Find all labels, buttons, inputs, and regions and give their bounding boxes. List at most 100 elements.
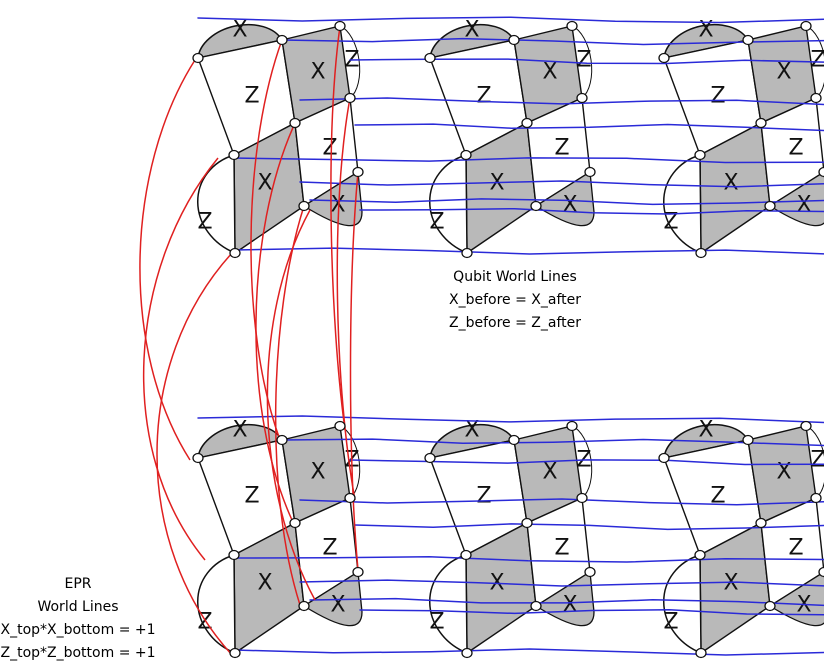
qubit-world-line	[354, 523, 824, 531]
qubit-world-lines	[197, 16, 824, 656]
center-z-label: Z	[710, 484, 725, 509]
qubit-world-line	[281, 438, 824, 447]
center-z-label: Z	[476, 484, 491, 509]
upper-right-x-label: X	[776, 60, 791, 85]
top-x-label: X	[464, 18, 479, 43]
qubit-world-lines-caption: Qubit World Lines X_before = X_after Z_b…	[440, 266, 590, 335]
right-boundary-arc	[571, 25, 593, 99]
bottom-x-label: X	[562, 593, 577, 618]
qubit-world-line	[299, 498, 824, 506]
qubit-vertex	[695, 647, 707, 659]
qubit-vertex	[521, 517, 533, 529]
lower-right-z-label: Z	[322, 536, 337, 561]
qubit-vertex	[424, 452, 436, 464]
bottom-x-label: X	[330, 593, 345, 618]
z-face-lower-right	[760, 496, 824, 608]
qubit-vertex	[576, 492, 588, 504]
qubit-vertex	[658, 52, 670, 64]
bottom-x-boundary-face	[302, 170, 363, 227]
qubit-vertex	[530, 600, 542, 612]
top-x-boundary-face	[429, 423, 516, 459]
lower-left-x-label: X	[723, 171, 738, 196]
right-boundary-arc	[805, 25, 824, 99]
qubit-vertex	[566, 20, 578, 32]
bottom-x-boundary-face	[302, 570, 363, 627]
qubit-vertex	[344, 92, 356, 104]
epr-world-line	[336, 97, 356, 501]
qubit-vertex	[460, 149, 472, 161]
qubit-vertex	[228, 549, 240, 561]
bottom-x-label: X	[796, 193, 811, 218]
upper-right-x-label: X	[542, 460, 557, 485]
epr-caption-subtitle: World Lines	[37, 599, 119, 615]
qubit-world-line	[309, 198, 824, 206]
epr-caption-x-rule: X_top*X_bottom = +1	[0, 622, 156, 638]
qubit-vertex	[352, 566, 364, 578]
qubit-world-line	[299, 579, 824, 587]
center-z-label: Z	[244, 84, 259, 109]
left-z-boundary-face	[428, 153, 468, 255]
top-x-label: X	[464, 418, 479, 443]
lower-left-x-label: X	[723, 571, 738, 596]
qubit-vertex	[764, 600, 776, 612]
qubit-vertex	[508, 434, 520, 446]
qubit-world-line	[197, 16, 824, 24]
qubit-vertex	[818, 566, 824, 578]
epr-caption-z-rule: Z_top*Z_bottom = +1	[0, 645, 156, 661]
center-z-label: Z	[476, 84, 491, 109]
qubit-vertex	[800, 420, 812, 432]
top-x-label: X	[698, 18, 713, 43]
qubit-vertex	[818, 166, 824, 178]
qubit-vertex	[461, 247, 473, 259]
qubit-vertex	[298, 200, 310, 212]
left-z-boundary-face	[196, 553, 236, 655]
top-x-boundary-face	[663, 23, 750, 59]
qubit-vertex	[764, 200, 776, 212]
lower-right-z-label: Z	[554, 136, 569, 161]
qubit-world-line	[299, 97, 824, 106]
qubit-vertex	[576, 92, 588, 104]
top-x-label: X	[232, 18, 247, 43]
qubit-vertex	[800, 20, 812, 32]
qubit-vertex	[461, 647, 473, 659]
qubit-world-line	[299, 180, 824, 188]
qubit-vertex	[229, 647, 241, 659]
qubit-vertex	[584, 166, 596, 178]
left-z-label: Z	[663, 610, 678, 635]
qubit-vertex	[460, 549, 472, 561]
qubit-world-line	[281, 37, 824, 46]
lower-right-z-label: Z	[554, 536, 569, 561]
qubit-vertex	[521, 117, 533, 129]
epr-world-line	[266, 209, 316, 601]
qubit-vertex	[742, 34, 754, 46]
qubit-world-line	[234, 648, 824, 656]
qubit-vertex	[584, 566, 596, 578]
epr-world-line	[330, 25, 346, 431]
qubit-vertex	[755, 517, 767, 529]
qubit-vertex	[694, 549, 706, 561]
upper-right-x-label: X	[542, 60, 557, 85]
right-arc-z-label: Z	[810, 48, 824, 73]
qubit-vertex	[810, 92, 822, 104]
qubit-world-line	[309, 597, 824, 607]
right-arc-z-label: Z	[810, 448, 824, 473]
qubit-vertex	[530, 200, 542, 212]
left-z-label: Z	[429, 210, 444, 235]
left-z-boundary-face	[662, 553, 702, 655]
top-x-boundary-face	[197, 23, 284, 59]
qubit-world-line	[231, 555, 824, 563]
right-boundary-arc	[805, 425, 824, 499]
qubit-world-line	[359, 609, 824, 616]
qubit-vertex	[334, 420, 346, 432]
epr-caption-title: EPR	[64, 576, 92, 592]
qubit-vertex	[352, 166, 364, 178]
center-z-label: Z	[244, 484, 259, 509]
epr-world-line	[255, 122, 296, 521]
qubit-world-line	[234, 247, 824, 255]
